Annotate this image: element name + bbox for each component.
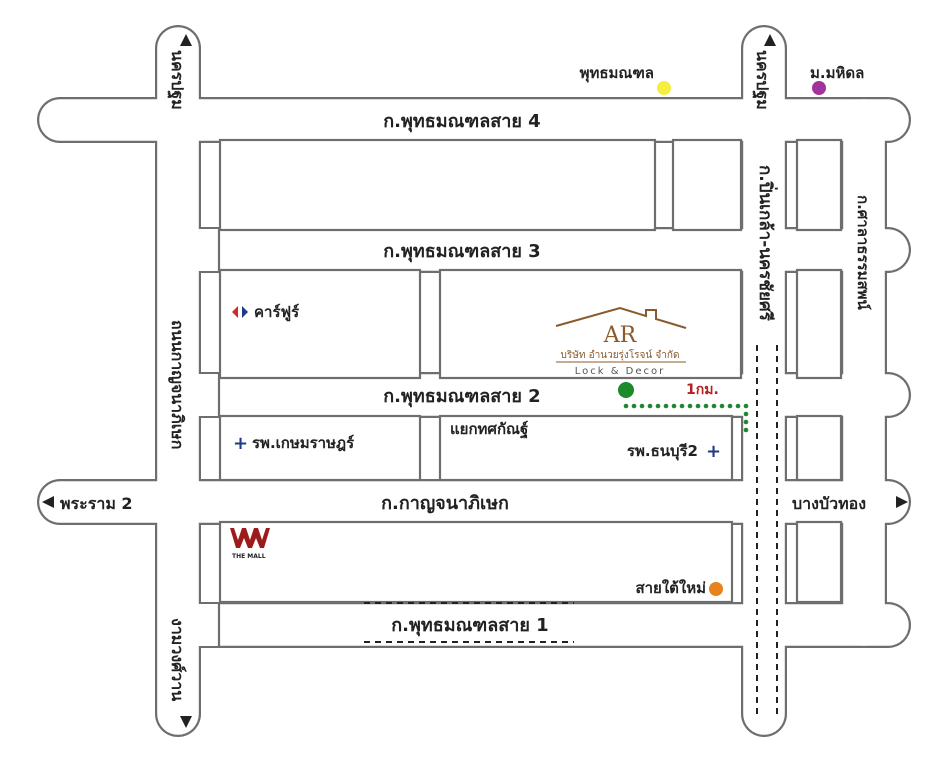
distance-label: 1กม. (686, 382, 719, 398)
direction-nakhon-pathom-left: นครปฐม (167, 50, 187, 110)
company-name: บริษัท อำนวยรุ่งโรจน์ จำกัด (561, 348, 680, 361)
road-label-phutthamonthon-4: ก.พุทธมณฑลสาย 4 (383, 111, 540, 133)
the-mall-logo-text: THE MALL (232, 553, 266, 560)
arrow-right-icon (896, 496, 908, 508)
phutthamonthon-dot-icon (657, 81, 671, 95)
road-label-kanchanaphisek: ก.กาญจนาภิเษก (381, 493, 509, 514)
house-roof-icon (555, 306, 687, 329)
direction-rama-2: พระราม 2 (60, 494, 133, 513)
mahidol-dot-icon (812, 81, 826, 95)
direction-bang-bua-thong: บางบัวทอง (792, 494, 866, 513)
road-network (37, 25, 911, 737)
carrefour-logo-icon (232, 306, 248, 318)
direction-nakhon-pathom-right: นครปฐม (752, 50, 772, 110)
place-carrefour: คาร์ฟูร์ (254, 303, 300, 322)
arrow-left-icon (42, 496, 54, 508)
road-label-phutthamonthon-3: ก.พุทธมณฑลสาย 3 (383, 241, 540, 263)
place-kasemrad: รพ.เกษมราษฎร์ (252, 434, 355, 452)
road-label-phutthamonthon-1: ก.พุทธมณฑลสาย 1 (391, 615, 548, 637)
city-blocks (218, 138, 843, 604)
arrow-up-left-icon (180, 34, 192, 46)
road-label-phutthamonthon-2: ก.พุทธมณฑลสาย 2 (383, 386, 540, 408)
place-phutthamonthon: พุทธมณฑล (580, 64, 654, 83)
place-thotsakan-junction: แยกทศกัณฐ์ (450, 420, 528, 439)
road-label-borommaratchachonnani: ก.ปิ่นเกล้า-นครชัยศรี (755, 165, 778, 322)
direction-arrows (42, 34, 908, 728)
sai-tai-mai-dot-icon (709, 582, 723, 596)
route-path (618, 382, 749, 433)
place-mahidol: ม.มหิดล (810, 64, 864, 82)
company-logo-text: AR (603, 323, 638, 348)
arrow-down-icon (180, 716, 192, 728)
hospital-cross-icon: + (706, 441, 721, 462)
direction-ngam-wong-wan: งามวงศ์วาน (168, 618, 187, 701)
the-mall-logo: THE MALL (230, 528, 270, 560)
place-sai-tai-mai: สายใต้ใหม่ (635, 579, 706, 597)
hospital-cross-icon: + (233, 433, 248, 454)
company-logo: AR บริษัท อำนวยรุ่งโรจน์ จำกัด Lock & De… (555, 306, 687, 377)
road-label-sala-thammasop: ก.ศาลาธรรมสพน์ (854, 195, 872, 311)
place-thonburi2: รพ.ธนบุรี2 (627, 442, 698, 461)
road-label-kanchanaphisek-ring: ถนนกาญจนาภิเษก (167, 320, 187, 449)
destination-marker-icon (618, 382, 634, 398)
company-tagline: Lock & Decor (575, 366, 666, 377)
dashed-road-edges (364, 345, 778, 714)
arrow-up-right-icon (764, 34, 776, 46)
